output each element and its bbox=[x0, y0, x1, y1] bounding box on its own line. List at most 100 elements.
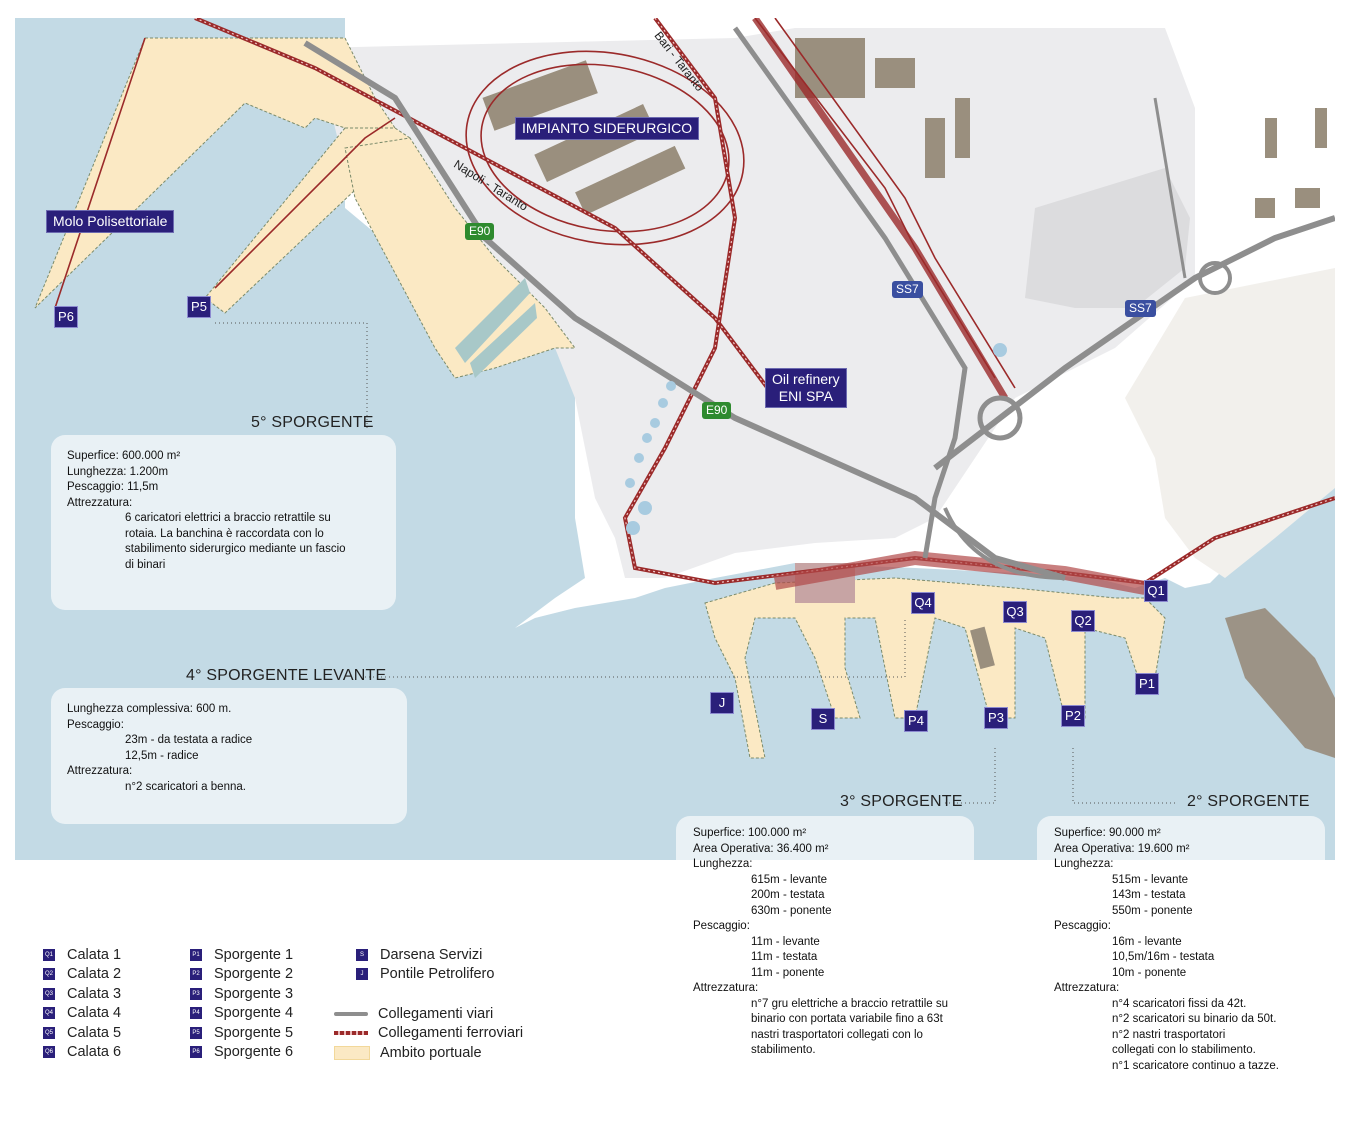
port-area-south bbox=[704, 577, 1166, 759]
info-equipment-line: binario con portata variabile fino a 63t bbox=[751, 1013, 943, 1025]
legend-label: Calata 1 bbox=[67, 946, 122, 963]
info-equipment-line: 6 caricatori elettrici a braccio retratt… bbox=[125, 512, 331, 524]
marker-p3[interactable]: P3 bbox=[984, 707, 1008, 729]
pier-icon: P5 bbox=[190, 1026, 202, 1039]
info-superfice: Superfice: 90.000 m² bbox=[1054, 827, 1161, 839]
pier-icon: P6 bbox=[190, 1046, 202, 1059]
marker-p5[interactable]: P5 bbox=[187, 296, 211, 318]
info-lunghezza: Lunghezza: bbox=[693, 858, 753, 870]
info-pescaggio-line: 23m - da testata a radice bbox=[125, 734, 253, 746]
marker-p6[interactable]: P6 bbox=[54, 306, 78, 328]
info-length-line: 630m - ponente bbox=[751, 904, 832, 917]
legend-item-q1: Q1 Calata 1 bbox=[43, 945, 121, 965]
info-attrezzatura: Attrezzatura: bbox=[1054, 982, 1120, 994]
legend-label: Sporgente 6 bbox=[214, 1044, 294, 1061]
heading-4-sporgente-levante: 4° SPORGENTE LEVANTE bbox=[186, 667, 387, 684]
info-pescaggio-line: 10m - ponente bbox=[1112, 966, 1187, 979]
quay-icon: Q3 bbox=[43, 987, 55, 1000]
info-equipment-line: rotaia. La banchina è raccordata con lo bbox=[125, 527, 324, 540]
info-lunghezza: Lunghezza: 1.200m bbox=[67, 465, 169, 478]
legend-label: Pontile Petrolifero bbox=[380, 966, 495, 983]
info-equipment-line: n°2 scaricatori su binario da 50t. bbox=[1112, 1013, 1277, 1025]
road-badge-ss7: SS7 bbox=[1125, 300, 1156, 317]
info-superfice: Superfice: 100.000 m² bbox=[693, 827, 807, 839]
legend-label: Calata 6 bbox=[67, 1044, 122, 1061]
info-pescaggio: Pescaggio: bbox=[693, 920, 750, 932]
road-line-icon bbox=[334, 1011, 368, 1016]
legend-item-p1: P1 Sporgente 1 bbox=[190, 945, 293, 965]
city-blocks bbox=[1125, 268, 1335, 578]
port-area-s5 bbox=[344, 137, 576, 379]
info-equipment-line: n°1 scaricatore continuo a tazze. bbox=[1112, 1059, 1279, 1072]
legend-label: Calata 5 bbox=[67, 1024, 122, 1041]
legend-label: Collegamenti ferroviari bbox=[378, 1025, 524, 1042]
pier-icon: P4 bbox=[190, 1007, 202, 1020]
marker-p4[interactable]: P4 bbox=[904, 710, 928, 732]
quay-icon: Q2 bbox=[43, 968, 55, 981]
road-badge-e90: E90 bbox=[465, 223, 495, 240]
info-equipment-line: n°7 gru elettriche a braccio retrattile … bbox=[751, 997, 948, 1010]
marker-q3[interactable]: Q3 bbox=[1003, 601, 1027, 623]
marker-j[interactable]: J bbox=[710, 692, 734, 714]
refinery-name: Oil refinery bbox=[772, 371, 840, 387]
info-pescaggio-line: 10,5m/16m - testata bbox=[1112, 951, 1215, 963]
info-equipment-line: collegati con lo stabilimento. bbox=[1112, 1044, 1256, 1056]
info-pescaggio-line: 11m - testata bbox=[751, 951, 818, 963]
label-molo-polisettoriale: Molo Polisettoriale bbox=[46, 210, 175, 233]
pier-icon: P3 bbox=[190, 987, 202, 1000]
legend-label: Ambito portuale bbox=[380, 1044, 482, 1061]
legend-label: Sporgente 3 bbox=[214, 985, 294, 1002]
pier-icon: P2 bbox=[190, 968, 202, 981]
legend-item-q3: Q3 Calata 3 bbox=[43, 984, 121, 1004]
info-box-4-sporgente: Lunghezza complessiva: 600 m. Pescaggio:… bbox=[51, 688, 407, 824]
info-box-3-sporgente: Superfice: 100.000 m² Area Operativa: 36… bbox=[693, 826, 948, 1059]
leader-lines bbox=[215, 322, 1175, 804]
legend-label: Sporgente 4 bbox=[214, 1005, 294, 1022]
legend-label: Sporgente 1 bbox=[214, 946, 294, 963]
legend-label: Sporgente 5 bbox=[214, 1024, 294, 1041]
legend-label: Calata 2 bbox=[67, 966, 122, 983]
info-length-line: 515m - levante bbox=[1112, 873, 1189, 886]
legend-item-port: Ambito portuale bbox=[334, 1043, 523, 1063]
rail-line-icon bbox=[334, 1031, 368, 1036]
info-pescaggio-line: 11m - ponente bbox=[751, 966, 825, 979]
refinery-company: ENI SPA bbox=[778, 388, 833, 404]
info-pescaggio-line: 11m - levante bbox=[751, 935, 820, 948]
legend-label: Collegamenti viari bbox=[378, 1005, 494, 1022]
info-length-line: 615m - levante bbox=[751, 873, 828, 886]
info-box-2-sporgente-top bbox=[1037, 816, 1325, 860]
info-box-2-sporgente: Superfice: 90.000 m² Area Operativa: 19.… bbox=[1054, 826, 1279, 1074]
info-attrezzatura: Attrezzatura: bbox=[693, 982, 759, 994]
pier-icon: P1 bbox=[190, 948, 202, 961]
info-equipment-line: stabilimento. bbox=[751, 1044, 816, 1056]
heading-2-sporgente: 2° SPORGENTE bbox=[1187, 793, 1310, 810]
info-length-line: 200m - testata bbox=[751, 889, 825, 901]
map-canvas bbox=[15, 18, 1335, 804]
marker-q1[interactable]: Q1 bbox=[1144, 580, 1168, 602]
marker-p2[interactable]: P2 bbox=[1061, 705, 1085, 727]
label-impianto-siderurgico: IMPIANTO SIDERURGICO bbox=[515, 117, 700, 140]
marker-q4[interactable]: Q4 bbox=[911, 592, 935, 614]
info-pescaggio-line: 16m - levante bbox=[1112, 935, 1182, 948]
legend-label: Sporgente 2 bbox=[214, 966, 294, 983]
pontile-icon: J bbox=[356, 968, 368, 981]
legend-item-p5: P5 Sporgente 5 bbox=[190, 1023, 293, 1043]
heading-5-sporgente: 5° SPORGENTE bbox=[251, 414, 374, 431]
info-equipment-line: n°2 scaricatori a benna. bbox=[125, 780, 246, 793]
info-equipment-line: n°2 nastri trasportatori bbox=[1112, 1028, 1226, 1041]
legend-label: Calata 4 bbox=[67, 1005, 122, 1022]
info-pescaggio-line: 12,5m - radice bbox=[125, 749, 199, 762]
port-area-molo bbox=[34, 37, 396, 309]
legend-label: Calata 3 bbox=[67, 985, 122, 1002]
info-equipment-line: stabilimento siderurgico mediante un fas… bbox=[125, 543, 346, 555]
marker-p1[interactable]: P1 bbox=[1135, 673, 1159, 695]
legend-item-p4: P4 Sporgente 4 bbox=[190, 1004, 293, 1024]
quay-icon: Q1 bbox=[43, 948, 55, 961]
info-equipment-line: nastri trasportatori collegati con lo bbox=[751, 1028, 923, 1041]
marker-q2[interactable]: Q2 bbox=[1071, 610, 1095, 632]
marker-s[interactable]: S bbox=[811, 708, 835, 730]
